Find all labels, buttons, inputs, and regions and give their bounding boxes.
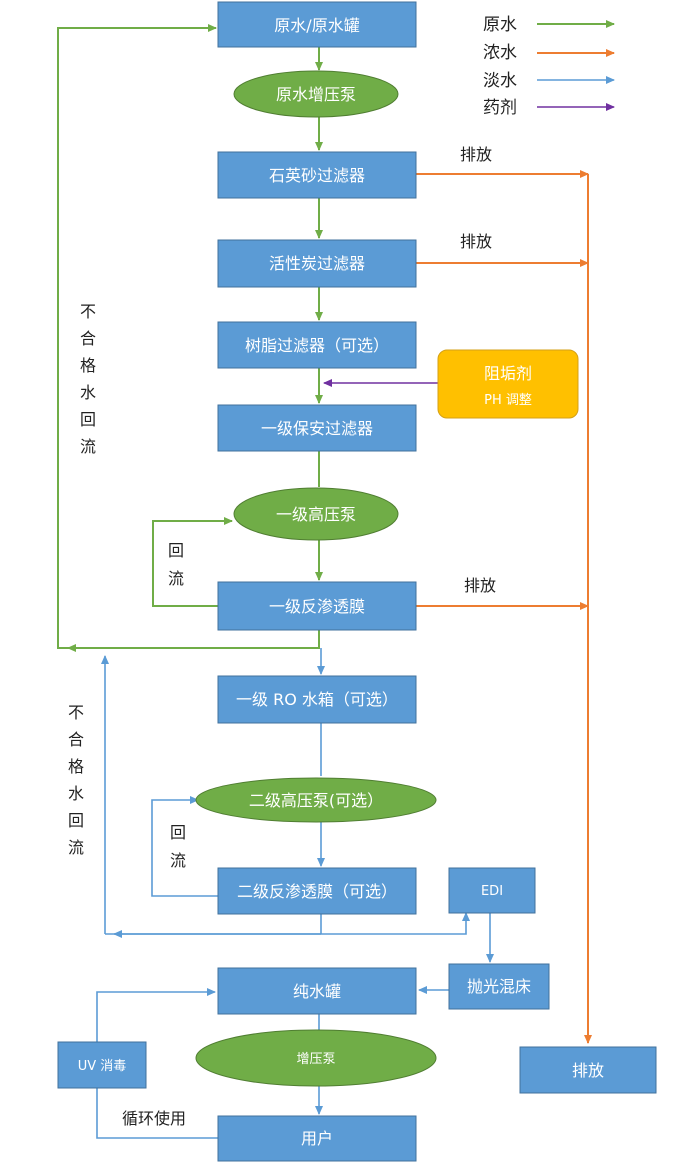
permeate-lines <box>96 648 494 1139</box>
node-pure-tank-label: 纯水罐 <box>293 982 341 1001</box>
raw-water-lines <box>57 24 323 652</box>
node-raw-tank: 原水/原水罐 <box>217 1 417 48</box>
node-uv-label: UV 消毒 <box>78 1059 127 1074</box>
node-user-label: 用户 <box>301 1129 333 1148</box>
reject-return-1-char: 不 <box>80 302 96 321</box>
concentrate-lines <box>416 170 592 1044</box>
loop-use-label: 循环使用 <box>122 1109 186 1128</box>
loop-line-user <box>96 1088 218 1139</box>
reject-return-1-char: 回 <box>80 410 96 429</box>
recirc-2-char: 回 <box>170 823 186 842</box>
node-edi-label: EDI <box>481 884 503 899</box>
recirc-1-char: 流 <box>168 569 184 588</box>
node-polish-bed-label: 抛光混床 <box>467 977 531 996</box>
node-resin-filter-label: 树脂过滤器（可选） <box>245 336 389 355</box>
node-carbon-filter: 活性炭过滤器 <box>217 239 417 288</box>
recirc-loop-2 <box>151 796 218 897</box>
legend: 原水 浓水 淡水 药剂 <box>483 15 615 118</box>
node-user: 用户 <box>217 1115 417 1162</box>
node-ro-tank-label: 一级 RO 水箱（可选） <box>236 690 398 709</box>
node-drain-label: 排放 <box>572 1061 604 1080</box>
legend-concentrate: 浓水 <box>483 43 517 63</box>
reject-return-2-char: 水 <box>68 784 84 803</box>
recirc-label-2: 回 流 <box>170 823 186 870</box>
arrow-to-edi <box>105 912 470 935</box>
legend-permeate: 淡水 <box>483 71 517 91</box>
node-raw-tank-label: 原水/原水罐 <box>274 16 359 35</box>
discharge-label-2: 排放 <box>460 232 492 251</box>
reject-return-1-char: 合 <box>80 329 96 348</box>
reject-return-1-char: 水 <box>80 383 96 402</box>
node-booster-pump-label: 原水增压泵 <box>276 85 356 104</box>
node-polish-bed: 抛光混床 <box>448 963 550 1010</box>
recirc-label-1: 回 流 <box>168 541 184 588</box>
loop-line-uv-to-pure <box>96 988 216 1042</box>
node-drain: 排放 <box>519 1046 657 1094</box>
node-antiscalant: 阻垢剂 PH 调整 <box>437 349 579 419</box>
reject-return-2-char: 回 <box>68 811 84 830</box>
reject-return-2-char: 格 <box>68 757 84 776</box>
node-antiscalant-label-1: 阻垢剂 <box>484 364 532 383</box>
legend-dosing: 药剂 <box>483 98 517 118</box>
node-edi: EDI <box>448 867 536 914</box>
node-carbon-filter-label: 活性炭过滤器 <box>269 254 365 273</box>
recirc-1-char: 回 <box>168 541 184 560</box>
reject-return-2-char: 不 <box>68 703 84 722</box>
node-hp-pump-1-label: 一级高压泵 <box>276 505 356 524</box>
discharge-label-3: 排放 <box>464 576 496 595</box>
node-uv: UV 消毒 <box>57 1041 147 1089</box>
reject-return-2-char: 流 <box>68 838 84 857</box>
recirc-2-char: 流 <box>170 851 186 870</box>
node-final-pump: 增压泵 <box>195 1029 437 1087</box>
recirc-loop-1 <box>152 517 233 607</box>
node-hp-pump-2: 二级高压泵(可选） <box>195 777 437 823</box>
legend-raw-water: 原水 <box>483 15 517 35</box>
reject-return-label-1: 不 合 格 水 回 流 <box>80 302 96 456</box>
node-resin-filter: 树脂过滤器（可选） <box>217 321 417 369</box>
node-security-filter: 一级保安过滤器 <box>217 404 417 452</box>
reject-return-2-char: 合 <box>68 730 84 749</box>
reject-return-label-2: 不 合 格 水 回 流 <box>68 703 84 857</box>
discharge-label-1: 排放 <box>460 145 492 164</box>
reject-return-loop-1 <box>57 24 320 649</box>
node-ro-2-label: 二级反渗透膜（可选） <box>237 882 397 901</box>
reject-return-1-char: 格 <box>80 356 96 375</box>
node-hp-pump-1: 一级高压泵 <box>233 487 399 541</box>
reject-return-1-char: 流 <box>80 437 96 456</box>
node-ro-1: 一级反渗透膜 <box>217 581 417 631</box>
node-ro-tank: 一级 RO 水箱（可选） <box>217 675 417 724</box>
node-pure-tank: 纯水罐 <box>217 967 417 1015</box>
node-ro-1-label: 一级反渗透膜 <box>269 597 365 616</box>
node-antiscalant-label-2: PH 调整 <box>484 393 532 408</box>
node-ro-2: 二级反渗透膜（可选） <box>217 867 417 915</box>
node-sand-filter-label: 石英砂过滤器 <box>269 166 365 185</box>
node-security-filter-label: 一级保安过滤器 <box>261 419 373 438</box>
node-sand-filter: 石英砂过滤器 <box>217 151 417 199</box>
node-hp-pump-2-label: 二级高压泵(可选） <box>249 791 383 810</box>
node-booster-pump: 原水增压泵 <box>233 70 399 118</box>
node-final-pump-label: 增压泵 <box>296 1052 335 1067</box>
